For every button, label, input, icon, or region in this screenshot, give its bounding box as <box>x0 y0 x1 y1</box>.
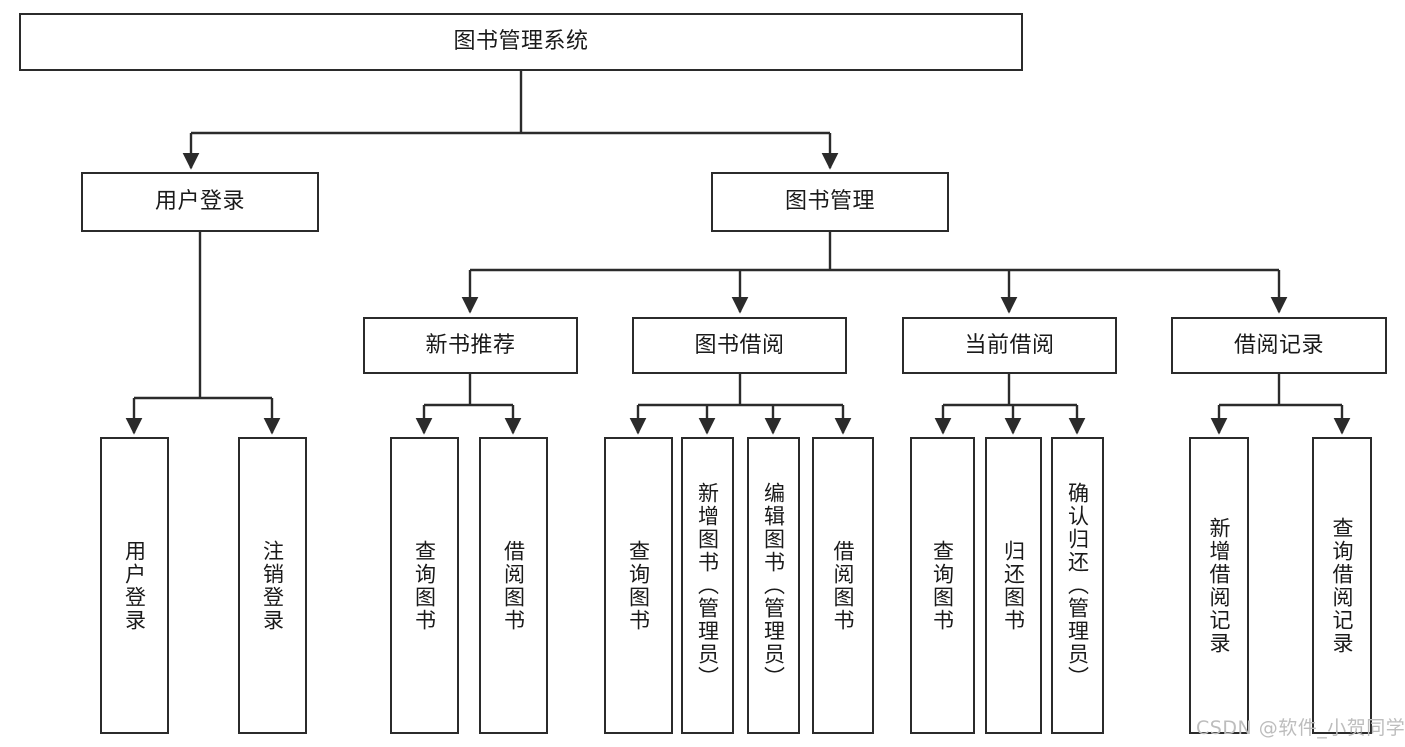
leaf-node[interactable]: 确认归还（管理员） <box>1051 437 1104 734</box>
leaf-node[interactable]: 查询借阅记录 <box>1312 437 1372 734</box>
leaf-node[interactable]: 查询图书 <box>910 437 975 734</box>
node-current-borrow[interactable]: 当前借阅 <box>902 317 1117 374</box>
leaf-node[interactable]: 借阅图书 <box>479 437 548 734</box>
leaf-node-label: 查询借阅记录 <box>1330 516 1355 655</box>
leaf-node[interactable]: 查询图书 <box>390 437 459 734</box>
leaf-node-label: 确认归还（管理员） <box>1065 482 1090 689</box>
watermark-text: CSDN @软件_小贺同学 <box>1196 717 1405 739</box>
node-new-book-recommend[interactable]: 新书推荐 <box>363 317 578 374</box>
node-book-management[interactable]: 图书管理 <box>711 172 949 232</box>
leaf-node-label: 查询图书 <box>412 539 437 632</box>
leaf-node[interactable]: 借阅图书 <box>812 437 874 734</box>
leaf-node[interactable]: 归还图书 <box>985 437 1042 734</box>
leaf-node[interactable]: 新增图书（管理员） <box>681 437 734 734</box>
node-borrow-records[interactable]: 借阅记录 <box>1171 317 1387 374</box>
leaf-node-label: 查询图书 <box>626 539 651 632</box>
node-root[interactable]: 图书管理系统 <box>19 13 1023 71</box>
node-book-management-label: 图书管理 <box>784 189 875 215</box>
leaf-node[interactable]: 查询图书 <box>604 437 673 734</box>
node-user-login[interactable]: 用户登录 <box>81 172 319 232</box>
node-root-label: 图书管理系统 <box>453 29 589 55</box>
node-user-login-label: 用户登录 <box>154 189 245 215</box>
node-book-borrow-label: 图书借阅 <box>694 332 785 358</box>
node-book-borrow[interactable]: 图书借阅 <box>632 317 847 374</box>
leaf-node-label: 新增图书（管理员） <box>695 482 720 689</box>
node-current-borrow-label: 当前借阅 <box>964 332 1055 358</box>
leaf-node-label: 借阅图书 <box>831 539 856 632</box>
leaf-node-label: 注销登录 <box>260 539 285 632</box>
node-borrow-records-label: 借阅记录 <box>1233 332 1324 358</box>
leaf-node[interactable]: 注销登录 <box>238 437 307 734</box>
node-new-book-recommend-label: 新书推荐 <box>425 332 516 358</box>
leaf-node-label: 查询图书 <box>930 539 955 632</box>
leaf-node-label: 归还图书 <box>1001 539 1026 632</box>
leaf-node-label: 用户登录 <box>122 539 147 632</box>
leaf-node[interactable]: 编辑图书（管理员） <box>747 437 800 734</box>
leaf-node[interactable]: 用户登录 <box>100 437 169 734</box>
leaf-node-label: 新增借阅记录 <box>1207 516 1232 655</box>
leaf-node-label: 借阅图书 <box>501 539 526 632</box>
leaf-node[interactable]: 新增借阅记录 <box>1189 437 1249 734</box>
leaf-node-label: 编辑图书（管理员） <box>761 482 786 689</box>
